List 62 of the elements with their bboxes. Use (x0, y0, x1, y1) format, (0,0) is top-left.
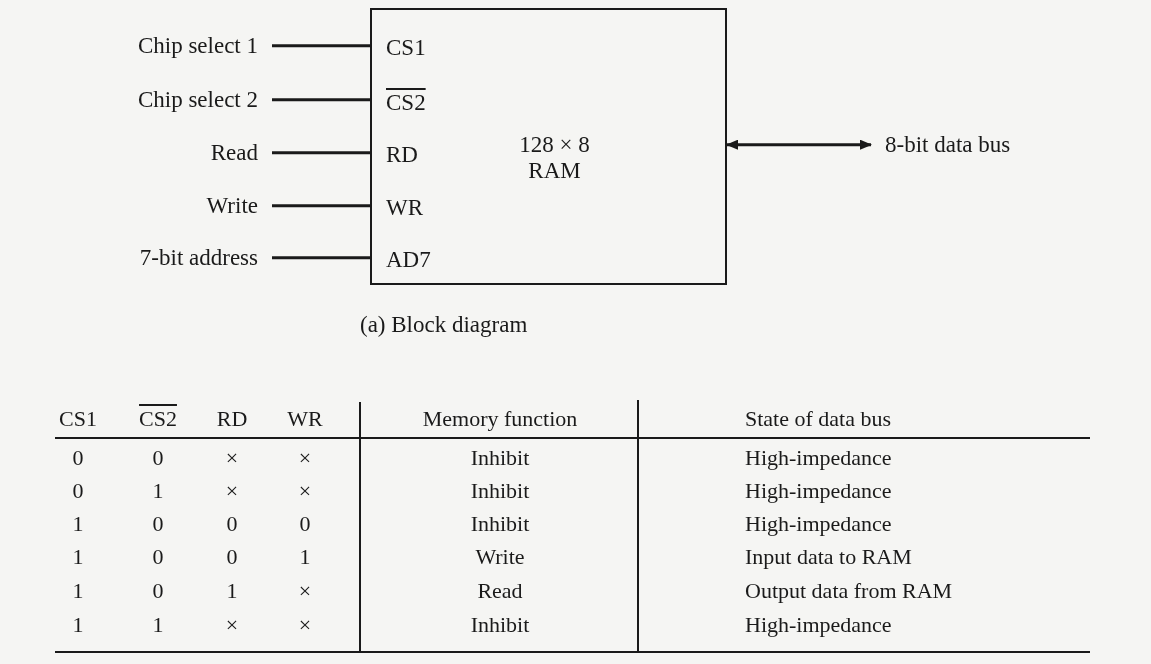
signal-line (272, 151, 370, 155)
function-text: Inhibit (470, 513, 530, 535)
truth-value: 0 (152, 580, 164, 602)
bus-state-text: High-impedance (745, 513, 892, 535)
bus-label: 8-bit data bus (885, 132, 1011, 158)
column-heading: CS2 (139, 408, 177, 430)
column-heading: 0 (72, 480, 84, 502)
signal-line (272, 44, 370, 48)
signal-line (272, 98, 370, 102)
truth-value: 0 (299, 513, 311, 535)
pin-label: CS1 (386, 35, 426, 61)
column-heading: 0 (72, 447, 84, 469)
bus-state-text: High-impedance (745, 614, 892, 636)
truth-value: × (298, 580, 312, 602)
column-heading: WR (287, 408, 323, 430)
signal-line (272, 256, 370, 260)
truth-value: × (298, 614, 312, 636)
bus-state-text: High-impedance (745, 480, 892, 502)
truth-value: 1 (152, 480, 164, 502)
truth-value: × (225, 480, 239, 502)
signal-label: Chip select 1 (137, 33, 258, 59)
figure-caption: (a) Block diagram (360, 312, 528, 338)
truth-value: × (298, 480, 312, 502)
column-heading: Memory function (422, 408, 578, 430)
truth-value: 0 (226, 513, 238, 535)
function-text: Write (475, 546, 525, 568)
truth-value: 0 (152, 447, 164, 469)
ram-title: 128 × 8 RAM (518, 132, 591, 185)
signal-line (272, 204, 370, 208)
column-heading: RD (216, 408, 248, 430)
function-text: Read (477, 580, 523, 602)
bus-state-text: High-impedance (745, 447, 892, 469)
bus-arrow (726, 139, 872, 150)
function-text: Inhibit (470, 480, 530, 502)
pin-label: CS2 (386, 90, 426, 116)
truth-value: × (225, 447, 239, 469)
column-heading: State of data bus (745, 408, 892, 430)
truth-value: 0 (152, 513, 164, 535)
bus-state-text: Output data from RAM (745, 580, 953, 602)
truth-value: × (298, 447, 312, 469)
ram-block (370, 8, 727, 285)
function-text: Inhibit (470, 447, 530, 469)
truth-value: 0 (152, 546, 164, 568)
signal-label: 7-bit address (139, 245, 258, 271)
truth-value: 1 (226, 580, 238, 602)
signal-label: Chip select 2 (137, 87, 258, 113)
column-heading: CS1 (59, 408, 97, 430)
signal-label: Read (210, 140, 258, 166)
column-heading: 1 (72, 580, 84, 602)
truth-value: 1 (299, 546, 311, 568)
pin-label: RD (386, 142, 418, 168)
function-text: Inhibit (470, 614, 530, 636)
pin-label: AD7 (386, 247, 431, 273)
signal-label: Write (206, 193, 258, 219)
column-heading: 1 (72, 614, 84, 636)
column-heading: 1 (72, 513, 84, 535)
truth-value: × (225, 614, 239, 636)
column-heading: 1 (72, 546, 84, 568)
pin-label: WR (386, 195, 424, 221)
truth-value: 0 (226, 546, 238, 568)
bus-state-text: Input data to RAM (745, 546, 912, 568)
truth-value: 1 (152, 614, 164, 636)
